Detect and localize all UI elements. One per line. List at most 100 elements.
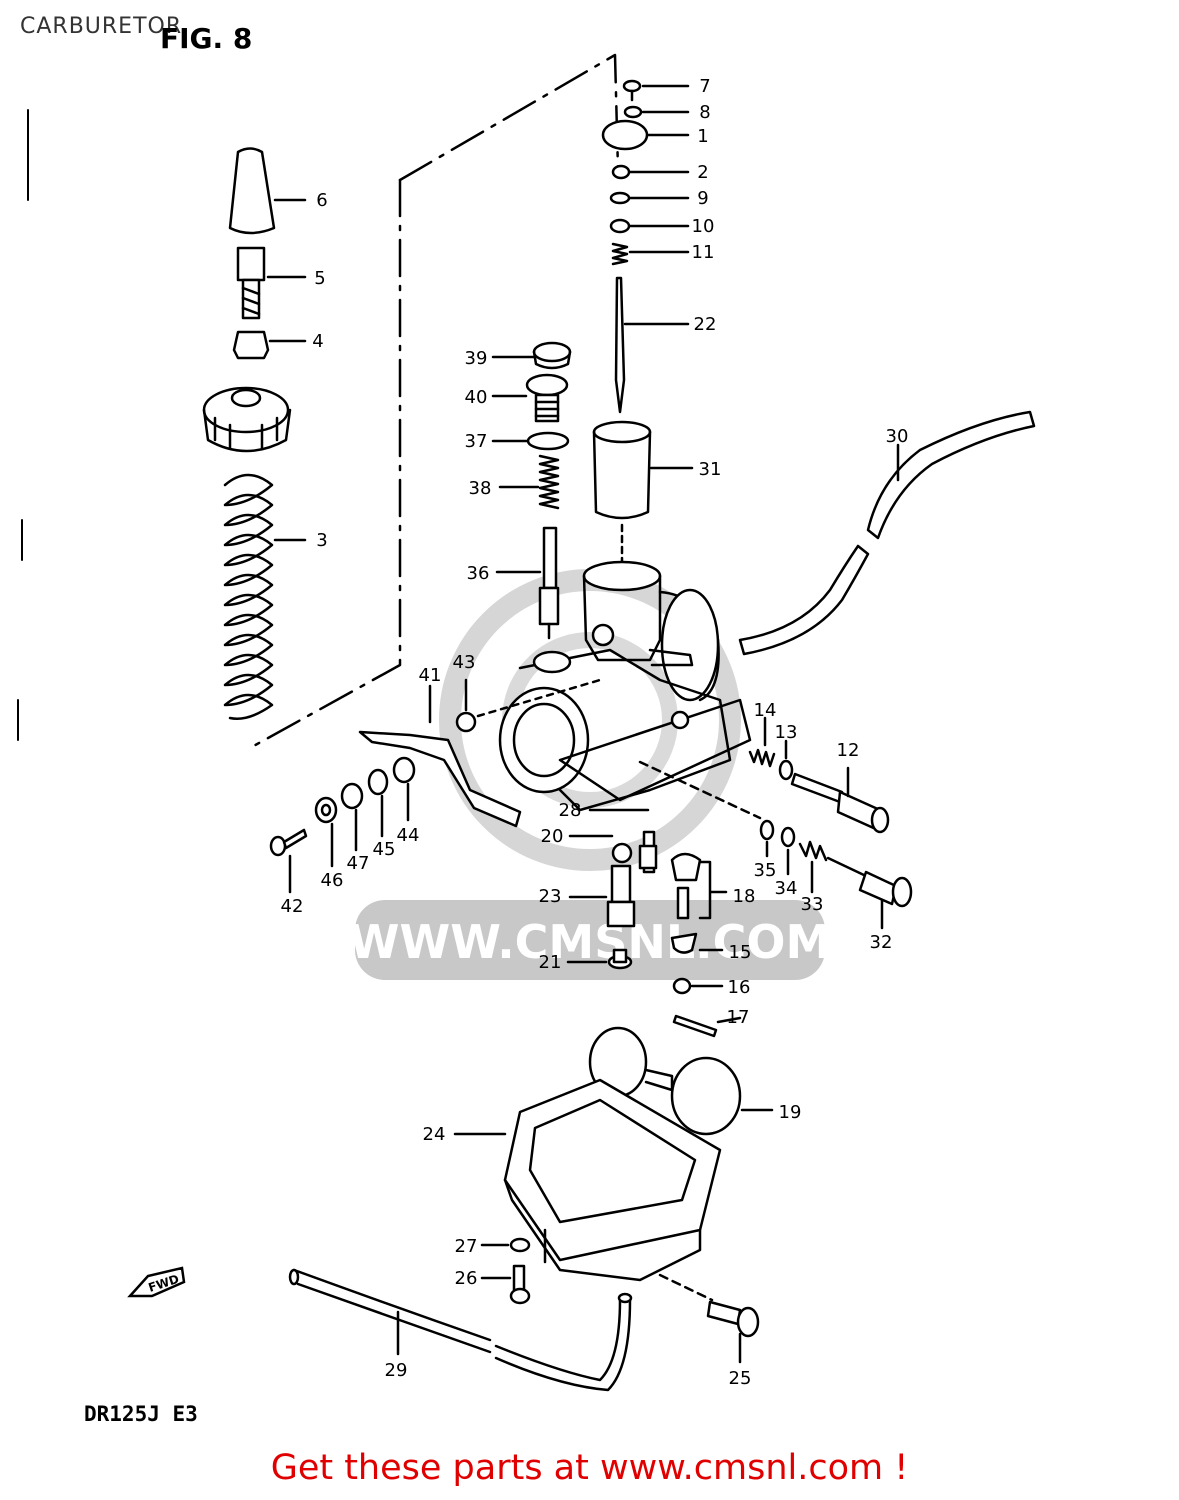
callout-21: 21 [539, 952, 562, 973]
callout-14: 14 [754, 700, 777, 721]
part-36-starter-plunger [538, 526, 560, 640]
callout-15: 15 [729, 942, 752, 963]
section-name: CARBURETOR [20, 14, 183, 39]
part-6-cable-cap [228, 147, 276, 235]
callout-40: 40 [465, 387, 488, 408]
part-10-seat [609, 218, 631, 234]
callout-16: 16 [728, 977, 751, 998]
carb-top-cap [202, 386, 292, 453]
part-18-float-valve [670, 852, 702, 920]
callout-20: 20 [541, 826, 564, 847]
part-44-wave-washer [392, 756, 416, 784]
callout-8: 8 [699, 102, 710, 123]
part-3-throttle-spring [223, 473, 274, 720]
part-46-collar [314, 796, 338, 824]
callout-41: 41 [419, 665, 442, 686]
callout-31: 31 [699, 459, 722, 480]
part-28-needle-jet [638, 830, 658, 874]
part-45-washer [367, 768, 389, 796]
callout-9: 9 [697, 188, 708, 209]
callout-19: 19 [779, 1102, 802, 1123]
callout-43: 43 [453, 652, 476, 673]
callout-46: 46 [321, 870, 344, 891]
part-30-hose [866, 410, 1036, 540]
callout-4: 4 [312, 331, 323, 352]
callout-28: 28 [559, 800, 582, 821]
callout-29: 29 [385, 1360, 408, 1381]
cmsnl-parts-link[interactable]: Get these parts at www.cmsnl.com ! [270, 1448, 909, 1488]
watermark-logo: WWW.CMSNL.COM [349, 569, 832, 980]
callout-23: 23 [539, 886, 562, 907]
part-31-throttle-valve [592, 420, 652, 520]
part-29-overflow-hose [292, 1268, 632, 1392]
part-11-spring [611, 242, 629, 266]
callout-22: 22 [694, 314, 717, 335]
callout-13: 13 [775, 722, 798, 743]
callout-2: 2 [697, 162, 708, 183]
callout-17: 17 [727, 1007, 750, 1028]
callout-26: 26 [455, 1268, 478, 1289]
model-code: DR125J E3 [84, 1402, 198, 1426]
part-37-o-ring [526, 431, 570, 451]
callout-37: 37 [465, 431, 488, 452]
carburetor-body [498, 560, 752, 812]
callout-5: 5 [314, 268, 325, 289]
part-16-screw [672, 977, 692, 995]
part-40-plug [525, 373, 569, 423]
watermark-text: WWW.CMSNL.COM [349, 915, 832, 969]
part-13-o-ring [778, 759, 794, 781]
callout-30: 30 [886, 426, 909, 447]
callout-25: 25 [729, 1368, 752, 1389]
callout-18: 18 [733, 886, 756, 907]
part-21-main-jet [607, 948, 633, 970]
part-26-screw [509, 1264, 531, 1305]
callout-33: 33 [801, 894, 824, 915]
part-19-float [588, 1026, 742, 1136]
left-margin-marks [17, 109, 29, 741]
callout-34: 34 [775, 878, 798, 899]
part-5-adjuster [236, 246, 266, 320]
callout-6: 6 [316, 190, 327, 211]
part-1-plate [601, 119, 649, 151]
part-30-hose-lower [738, 544, 870, 656]
callout-12: 12 [837, 740, 860, 761]
part-39-cap [532, 341, 572, 370]
callout-47: 47 [347, 853, 370, 874]
part-23-needle-jet-holder [606, 864, 636, 928]
part-9-clip [609, 191, 631, 205]
callout-45: 45 [373, 839, 396, 860]
part-25-drain-screw [706, 1300, 760, 1338]
part-43-washer [455, 711, 477, 733]
part-32-idle-screw [826, 856, 913, 908]
part-7-screw [622, 79, 642, 102]
callout-39: 39 [465, 348, 488, 369]
part-22-jet-needle [614, 276, 626, 414]
part-35-o-ring [759, 819, 775, 841]
callout-35: 35 [754, 860, 777, 881]
callout-24: 24 [423, 1124, 446, 1145]
part-27-washer [509, 1237, 531, 1253]
part-12-air-screw [790, 772, 890, 834]
part-15-clip [670, 932, 698, 954]
callout-11: 11 [692, 242, 715, 263]
part-2-retainer [611, 164, 631, 180]
callout-7: 7 [699, 76, 710, 97]
callout-3: 3 [316, 530, 327, 551]
part-8-washer [623, 105, 643, 119]
callout-32: 32 [870, 932, 893, 953]
part-38-spring [538, 454, 560, 510]
callout-38: 38 [469, 478, 492, 499]
callout-36: 36 [467, 563, 490, 584]
part-4-nut [232, 330, 270, 360]
part-47-spacer [340, 782, 364, 810]
part-41-choke-lever [358, 730, 522, 828]
part-34-washer [780, 826, 796, 848]
part-24-float-bowl [503, 1078, 722, 1282]
figure-label: FIG. 8 [160, 22, 253, 55]
part-33-spring [798, 840, 828, 862]
callout-1: 1 [697, 126, 708, 147]
callout-27: 27 [455, 1236, 478, 1257]
part-14-spring [748, 748, 776, 768]
part-17-float-pin [672, 1014, 718, 1038]
